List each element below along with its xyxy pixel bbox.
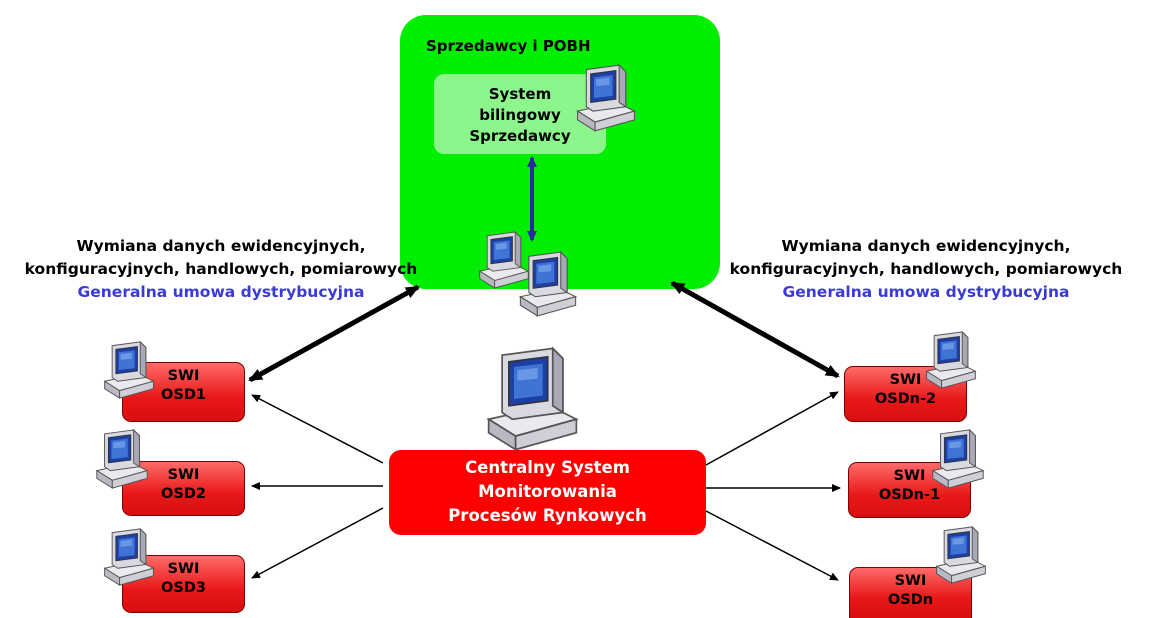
swi-osd3-line1: SWI bbox=[167, 561, 200, 577]
swi-osd2-line2: OSD2 bbox=[161, 486, 206, 502]
central-system-line3: Procesów Rynkowych bbox=[448, 506, 647, 525]
central-system-box: Centralny System Monitorowania Procesów … bbox=[389, 450, 706, 535]
exchange-left-contract: Generalna umowa dystrybucyjna bbox=[77, 283, 365, 301]
exchange-left-line2: konfiguracyjnych, handlowych, pomiarowyc… bbox=[24, 260, 418, 278]
exchange-label-left: Wymiana danych ewidencyjnych, konfigurac… bbox=[0, 235, 442, 304]
swi-osdn-2-line1: SWI bbox=[889, 372, 922, 388]
exchange-left-line1: Wymiana danych ewidencyjnych, bbox=[76, 237, 366, 255]
exchange-right-line2: konfiguracyjnych, handlowych, pomiarowyc… bbox=[729, 260, 1123, 278]
swi-osd3-line2: OSD3 bbox=[161, 580, 206, 596]
computer-icon bbox=[932, 525, 990, 585]
billing-system-line1: System bbox=[488, 85, 552, 103]
swi-osdn-line2: OSDn bbox=[887, 592, 934, 608]
computer-icon bbox=[100, 340, 158, 400]
computer-icon bbox=[572, 63, 640, 133]
exchange-label-right: Wymiana danych ewidencyjnych, konfigurac… bbox=[700, 235, 1152, 304]
arrow-to-osdn-2 bbox=[705, 391, 839, 466]
swi-osd1-line1: SWI bbox=[167, 368, 200, 384]
billing-system-box: System bilingowy Sprzedawcy bbox=[434, 74, 606, 154]
billing-system-line3: Sprzedawcy bbox=[469, 127, 571, 145]
computer-icon bbox=[92, 428, 152, 490]
computer-icon bbox=[922, 330, 980, 390]
arrow-to-osd3 bbox=[251, 507, 384, 579]
swi-osd2-line1: SWI bbox=[167, 467, 200, 483]
computer-icon bbox=[480, 345, 585, 453]
central-system-line2: Monitorowania bbox=[478, 482, 617, 501]
exchange-right-contract: Generalna umowa dystrybucyjna bbox=[782, 283, 1070, 301]
computer-icon bbox=[928, 428, 988, 490]
computer-icon bbox=[100, 527, 158, 587]
exchange-arrow-right bbox=[670, 280, 840, 379]
arrow-to-osd1 bbox=[251, 394, 384, 464]
swi-osd1-line2: OSD1 bbox=[161, 387, 206, 403]
swi-osdn-2-line2: OSDn-2 bbox=[874, 391, 937, 407]
swi-osdn-1-line1: SWI bbox=[893, 468, 926, 484]
billing-system-line2: bilingowy bbox=[479, 106, 561, 124]
arrow-to-osdn bbox=[705, 510, 839, 581]
exchange-right-line1: Wymiana danych ewidencyjnych, bbox=[781, 237, 1071, 255]
swi-osdn-line1: SWI bbox=[894, 573, 927, 589]
swi-node-osdn: SWI OSDn bbox=[849, 567, 972, 618]
central-system-line1: Centralny System bbox=[465, 458, 630, 477]
computer-icon bbox=[515, 250, 581, 318]
sellers-box-title: Sprzedawcy i POBH bbox=[426, 37, 591, 55]
exchange-arrow-left bbox=[248, 284, 420, 383]
swi-osdn-1-line2: OSDn-1 bbox=[878, 487, 941, 503]
